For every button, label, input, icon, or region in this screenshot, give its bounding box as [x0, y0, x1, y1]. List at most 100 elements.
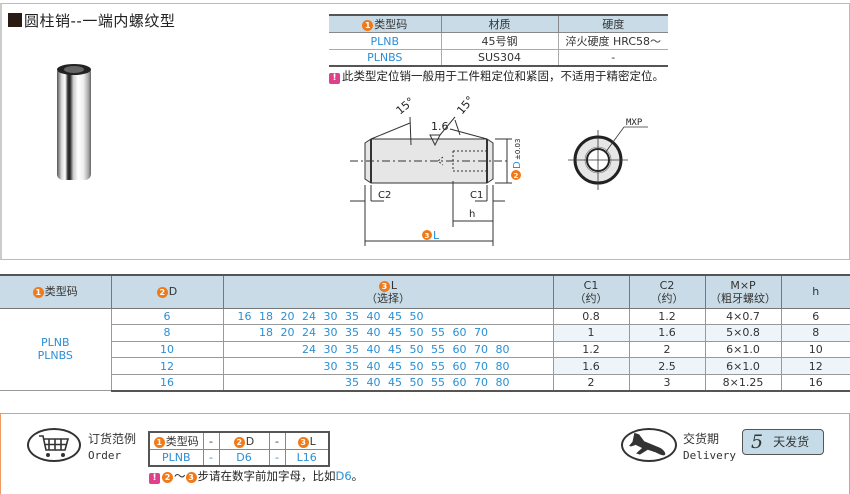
product-photo — [57, 68, 91, 180]
l-option: 50 — [409, 375, 424, 389]
c1-value: 0.8 — [552, 307, 630, 326]
l-option: 70 — [474, 359, 488, 373]
l-option: 50 — [409, 359, 424, 373]
warning-icon: ! — [149, 473, 160, 484]
d-value: 12 — [111, 357, 224, 375]
l-option: 55 — [431, 375, 445, 389]
header-mxp: M×P（粗牙螺纹） — [704, 274, 782, 309]
order-separator: - — [268, 431, 286, 450]
mxp-value: 6×1.0 — [704, 357, 782, 375]
product-header-panel: 圆柱销--一端内螺纹型 — [0, 3, 850, 260]
svg-text:D: D — [512, 161, 523, 169]
h-value: 6 — [780, 307, 850, 326]
table-row: 12 00000000303540455055607080 1.6 2.5 6×… — [0, 357, 850, 375]
d-value: 16 — [111, 373, 224, 392]
badge-2-icon: 2 — [233, 436, 245, 448]
usage-note: !此类型定位销一般用于工件粗定位和紧固，不适用于精密定位。 — [329, 68, 664, 84]
header-h: h — [780, 274, 850, 309]
side-view-drawing: 15° 15° 1.6 2 D ±0.03 C2 C1 h 3 L — [350, 95, 523, 246]
mxp-value: 6×1.0 — [704, 340, 782, 359]
l-option: 45 — [388, 342, 402, 356]
table-row: 8 00182024303540455055607000 1 1.6 5×0.8… — [0, 324, 850, 342]
l-option: 35 — [345, 359, 359, 373]
order-separator: - — [202, 431, 220, 450]
l-option: 35 — [345, 342, 359, 356]
l-option: 45 — [388, 375, 402, 389]
svg-text:3: 3 — [425, 232, 430, 240]
mxp-value: 4×0.7 — [704, 307, 782, 326]
c2-value: 3 — [628, 373, 706, 392]
svg-text:C2: C2 — [378, 190, 391, 201]
table-row: PLNBS SUS304 - — [329, 49, 668, 67]
c2-value: 1.6 — [628, 324, 706, 342]
l-option: 80 — [495, 375, 510, 389]
l-option: 18 — [259, 326, 273, 340]
mxp-value: 8×1.25 — [704, 373, 782, 392]
c2-value: 2 — [628, 340, 706, 359]
l-option: 45 — [388, 359, 402, 373]
d-value: 6 — [110, 307, 224, 326]
hardness-value: - — [557, 49, 668, 67]
c1-value: 2 — [552, 373, 630, 392]
l-option: 30 — [323, 342, 338, 356]
mxp-value: 5×0.8 — [704, 324, 782, 342]
badge-2-icon: 2 — [156, 287, 168, 299]
order-value-type: PLNB — [148, 449, 204, 466]
l-option: 40 — [366, 359, 381, 373]
badge-2-icon: 2 — [162, 472, 173, 483]
c1-value: 1.6 — [552, 357, 630, 375]
badge-1-icon: 1 — [32, 287, 44, 299]
l-option: 60 — [452, 375, 467, 389]
type-code: PLNB — [329, 32, 442, 50]
cart-icon — [27, 428, 81, 462]
l-option: 40 — [366, 309, 381, 323]
l-option: 18 — [259, 309, 273, 323]
d-value: 8 — [111, 324, 224, 342]
l-option: 70 — [474, 342, 488, 356]
l-values: 00182024303540455055607000 — [222, 324, 554, 342]
l-values: 00000024303540455055607080 — [222, 340, 554, 359]
l-option: 60 — [452, 342, 467, 356]
c1-value: 1.2 — [552, 340, 630, 359]
svg-text:15°: 15° — [454, 95, 476, 117]
l-option: 30 — [323, 326, 338, 340]
l-option: 40 — [366, 342, 381, 356]
product-photo-hole — [64, 66, 84, 73]
l-option: 40 — [366, 326, 381, 340]
badge-3-icon: 3 — [185, 472, 197, 483]
l-values: 00000000303540455055607080 — [222, 357, 554, 375]
l-values: 16182024303540455000000000 — [222, 307, 554, 326]
svg-text:L: L — [433, 229, 440, 242]
l-option: 24 — [302, 342, 316, 356]
c2-value: 2.5 — [628, 357, 706, 375]
order-separator: - — [268, 449, 286, 466]
airplane-icon — [621, 428, 677, 462]
l-option: 80 — [495, 359, 510, 373]
warning-icon: ! — [329, 73, 340, 84]
order-value-l: L16 — [284, 449, 330, 466]
badge-3-icon: 3 — [297, 436, 309, 448]
svg-text:15°: 15° — [394, 95, 417, 117]
l-option: 24 — [302, 309, 316, 323]
end-view-drawing: MXP — [568, 118, 648, 190]
l-values: 00000000003540455055607080 — [222, 373, 554, 392]
l-option: 20 — [280, 326, 295, 340]
header-c2: C2（约） — [628, 274, 706, 309]
l-option: 70 — [474, 375, 488, 389]
material-header-material: 材质 — [440, 14, 559, 33]
table-row: 10 00000024303540455055607080 1.2 2 6×1.… — [0, 340, 850, 359]
svg-text:C1: C1 — [470, 190, 483, 201]
l-option: 45 — [388, 326, 402, 340]
